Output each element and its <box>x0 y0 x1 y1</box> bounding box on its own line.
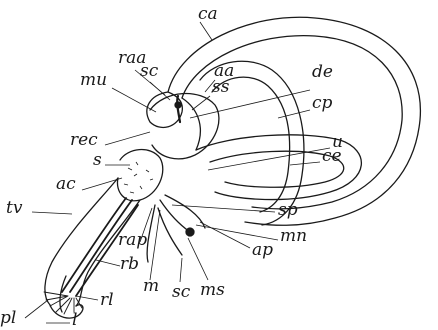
leader-mn <box>196 225 278 240</box>
nerve-fibres-3 <box>62 198 126 292</box>
label-l: l <box>72 312 77 329</box>
leader-rb <box>96 260 120 266</box>
label-m: m <box>143 278 159 295</box>
nerve-branch-ap <box>165 195 205 228</box>
label-tv: tv <box>6 200 22 217</box>
nerve-fibres-2 <box>76 205 138 296</box>
label-sp: sp <box>278 202 298 219</box>
leader-mu <box>112 88 156 112</box>
label-mn: mn <box>280 228 307 245</box>
label-rec: rec <box>70 132 98 149</box>
leader-de <box>190 90 310 118</box>
label-rb: rb <box>120 256 139 273</box>
label-sc-bottom: sc <box>172 284 190 301</box>
macula-neglecta <box>186 228 194 236</box>
label-ap: ap <box>252 242 273 259</box>
label-ac: ac <box>56 176 76 193</box>
label-pl: pl <box>0 310 16 327</box>
label-de: de <box>312 64 333 81</box>
leader-pl <box>25 300 48 318</box>
leader-tv <box>32 212 72 214</box>
sacculus-stipple <box>124 162 153 193</box>
leader-ss <box>192 96 210 110</box>
sinus-canal <box>158 208 182 255</box>
label-ce: ce <box>322 148 342 165</box>
label-s: s <box>93 152 102 169</box>
label-mu: mu <box>80 72 107 89</box>
leader-sc-bottom <box>180 258 182 282</box>
anterior-canal-outer <box>168 17 420 225</box>
sacculus <box>117 150 162 201</box>
label-rap: rap <box>118 232 147 249</box>
leader-ap <box>200 222 250 248</box>
label-cp: cp <box>312 95 332 112</box>
leader-ce <box>290 162 320 165</box>
lagena-end <box>50 305 83 318</box>
label-sc-top: sc <box>140 63 158 80</box>
leader-ms <box>188 238 208 280</box>
leader-ac <box>82 178 122 190</box>
cochlear-tube-upper <box>45 178 118 305</box>
label-ca: ca <box>198 6 218 23</box>
recessus-dot <box>175 102 181 108</box>
label-ss: ss <box>212 79 229 96</box>
leader-rec <box>105 132 150 145</box>
leader-ca <box>200 22 212 40</box>
leader-cp <box>278 110 310 118</box>
leader-sc-top <box>150 82 170 100</box>
label-ms: ms <box>200 282 225 299</box>
label-rl: rl <box>100 292 114 309</box>
nerve-branch-ms <box>160 200 190 232</box>
utriculus-body <box>150 94 219 159</box>
